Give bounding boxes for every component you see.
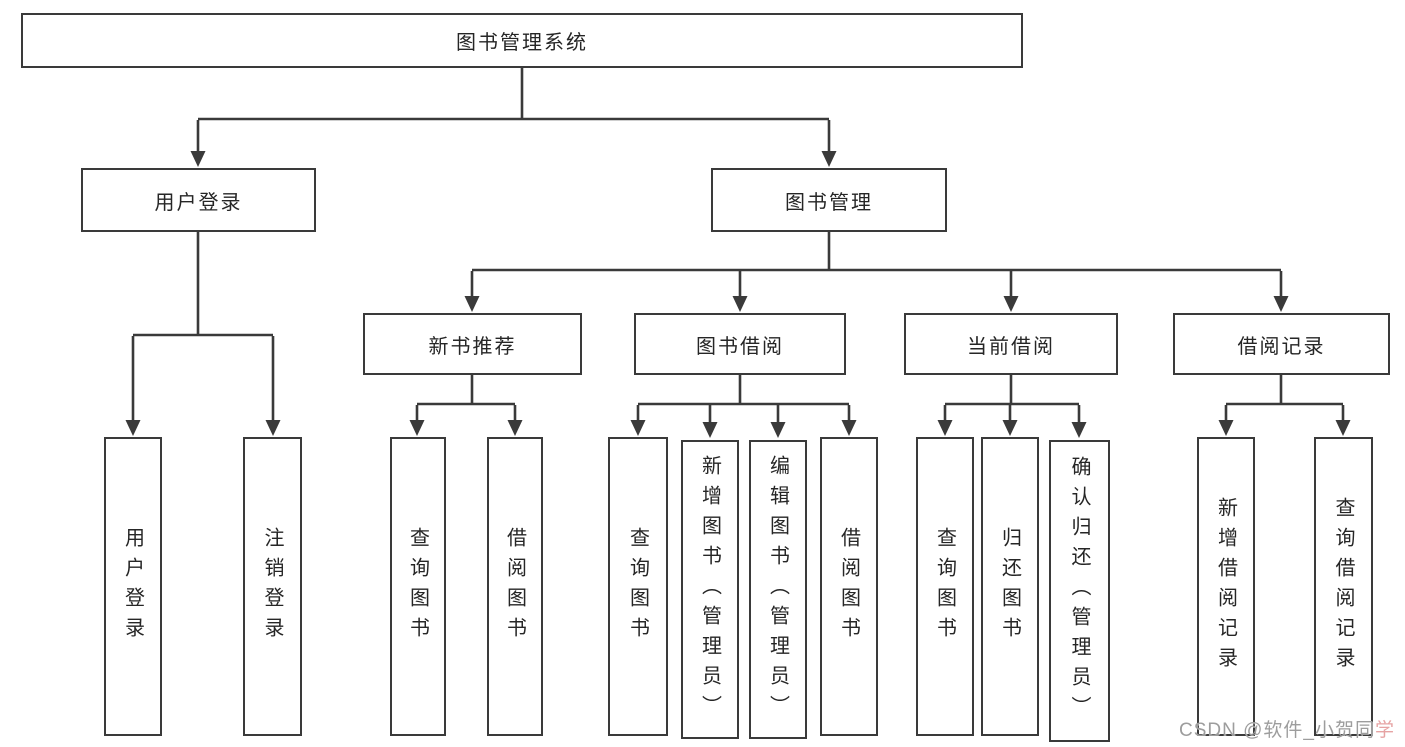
node-root-library-system: 图书管理系统	[21, 13, 1023, 68]
node-leaf-logout: 注销登录	[243, 437, 302, 736]
node-user-login: 用户登录	[81, 168, 316, 232]
node-current-borrowing: 当前借阅	[904, 313, 1118, 375]
watermark-text: CSDN @软件_小贺同	[1179, 720, 1375, 741]
arrowheads	[125, 151, 1351, 438]
node-leaf-user-login: 用户登录	[104, 437, 162, 736]
node-leaf-return-book: 归还图书	[981, 437, 1039, 736]
node-leaf-add-book-admin: 新增图书（管理员）	[681, 440, 739, 739]
node-leaf-borrow-books: 借阅图书	[820, 437, 878, 736]
node-leaf-add-borrow-record: 新增借阅记录	[1197, 437, 1255, 736]
node-leaf-query-borrow-record: 查询借阅记录	[1314, 437, 1373, 736]
node-borrow-records: 借阅记录	[1173, 313, 1390, 375]
watermark-text-red: 学	[1374, 720, 1395, 741]
node-leaf-borrow-books-recommend: 借阅图书	[487, 437, 543, 736]
node-leaf-edit-book-admin: 编辑图书（管理员）	[749, 440, 807, 739]
node-leaf-query-books-recommend: 查询图书	[390, 437, 446, 736]
node-leaf-query-books-borrow: 查询图书	[608, 437, 668, 736]
node-leaf-query-books-current: 查询图书	[916, 437, 974, 736]
node-leaf-confirm-return-admin: 确认归还（管理员）	[1049, 440, 1110, 742]
csdn-watermark: CSDN @软件_小贺同学	[1179, 715, 1395, 742]
node-book-management: 图书管理	[711, 168, 947, 232]
node-new-book-recommend: 新书推荐	[363, 313, 582, 375]
node-book-borrowing: 图书借阅	[634, 313, 846, 375]
